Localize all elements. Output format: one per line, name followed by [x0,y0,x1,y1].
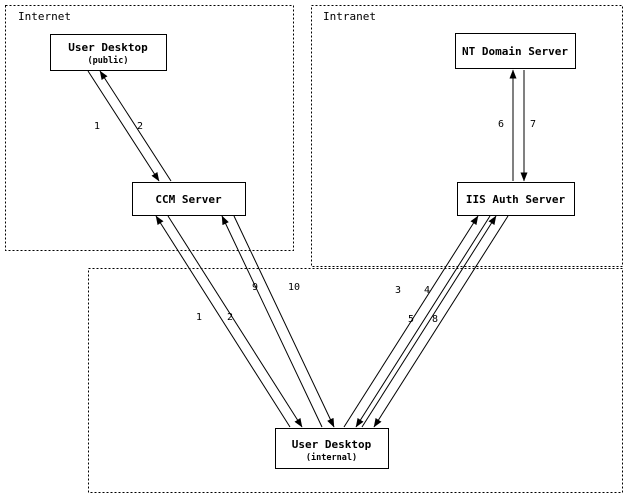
flow-step-label: 1 [196,312,202,323]
flow-step-label: 8 [432,314,438,325]
node-nt-domain-server[interactable]: NT Domain Server [455,33,576,69]
node-subtitle-user-desktop-public: (public) [88,55,129,66]
node-user-desktop-internal[interactable]: User Desktop(internal) [275,428,389,469]
flow-arrow-user-desktop-internal-to-iis-auth-server-step-5 [361,215,497,428]
zone-boundary-internal [88,268,623,493]
node-ccm-server[interactable]: CCM Server [132,182,246,216]
flow-step-label: 5 [408,314,414,325]
flow-arrow-user-desktop-internal-to-ccm-server-step-9 [221,215,323,428]
zone-boundary-internet [5,5,294,251]
node-user-desktop-public[interactable]: User Desktop(public) [50,34,167,71]
flow-step-label: 1 [94,121,100,132]
node-title-user-desktop-public: User Desktop [68,41,148,54]
flow-step-label: 10 [288,282,300,293]
flow-arrow-iis-auth-server-to-user-desktop-internal-step-4 [355,215,491,428]
flow-arrow-ccm-server-to-user-desktop-internal-step-10 [233,215,335,428]
zone-internet: Internet [5,5,294,251]
flow-arrow-user-desktop-internal-to-ccm-server-step-1 [155,215,291,428]
flow-step-label: 6 [498,119,504,130]
zone-boundaries: Internet Intranet [5,5,623,493]
zone-label-intranet: Intranet [323,10,376,23]
flow-step-label: 2 [137,121,143,132]
flow-arrows [87,69,528,428]
node-subtitle-user-desktop-internal: (internal) [306,452,357,463]
zone-label-internet: Internet [18,10,71,23]
flow-arrow-ccm-server-to-user-desktop-internal-step-2 [167,215,303,428]
flow-step-labels: 1 2 1 2 9 10 3 4 5 8 6 7 [94,119,536,325]
flow-step-label: 3 [395,285,401,296]
flow-step-label: 9 [252,282,258,293]
flow-arrow-iis-auth-server-to-user-desktop-internal-step-8 [373,215,509,428]
flow-step-label: 2 [227,312,233,323]
zone-boundary-intranet [311,5,623,267]
zone-internal [88,268,623,493]
zone-intranet: Intranet [311,5,623,267]
node-iis-auth-server[interactable]: IIS Auth Server [457,182,575,216]
node-box-ccm-server[interactable] [132,182,246,216]
flow-step-label: 7 [530,119,536,130]
flow-step-label: 4 [424,285,430,296]
node-box-user-desktop-public[interactable] [50,34,167,71]
node-title-nt-domain-server: NT Domain Server [462,45,568,58]
flow-arrow-user-desktop-internal-to-iis-auth-server-step-3 [343,215,479,428]
flow-arrow-user-desktop-public-to-ccm-server-step-1 [87,70,160,182]
node-title-iis-auth-server: IIS Auth Server [466,193,566,206]
node-box-user-desktop-internal[interactable] [275,428,389,469]
node-title-user-desktop-internal: User Desktop [292,438,372,451]
node-box-iis-auth-server[interactable] [457,182,575,216]
flow-arrow-ccm-server-to-user-desktop-public-step-2 [99,70,172,182]
node-box-nt-domain-server[interactable] [455,33,576,69]
node-title-ccm-server: CCM Server [155,193,222,206]
